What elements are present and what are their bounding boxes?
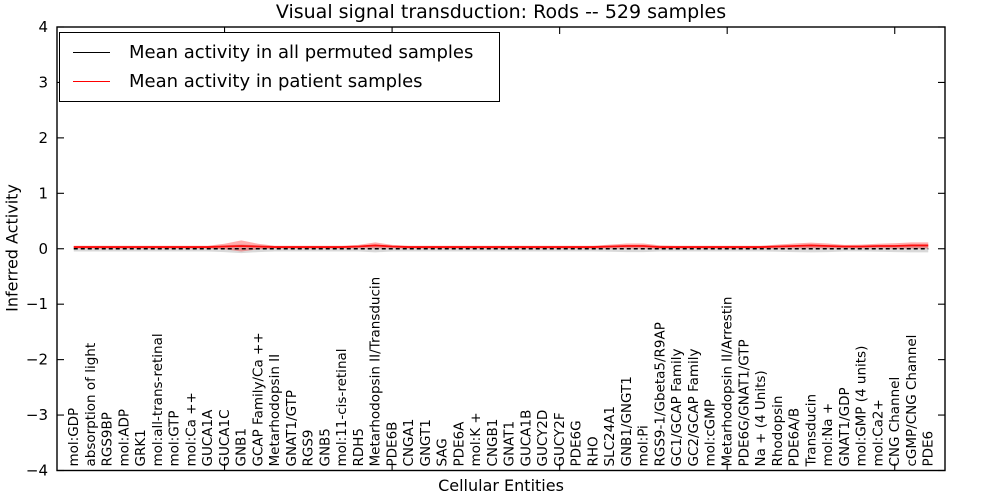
chart-title: Visual signal transduction: Rods -- 529 … bbox=[275, 1, 727, 23]
x-category-label: mol:Pi bbox=[636, 425, 652, 466]
patient-mean-line bbox=[73, 244, 929, 248]
x-category-label: mol:K + bbox=[468, 412, 484, 466]
x-category-label: GCAP Family/Ca ++ bbox=[250, 332, 266, 466]
x-category-label: Metarhodopsin II bbox=[267, 354, 283, 467]
x-category-label: GNAT1/GTP bbox=[284, 390, 300, 467]
x-category-label: RHO bbox=[585, 436, 601, 466]
y-tick-label: −4 bbox=[26, 462, 48, 480]
x-category-label: absorption of light bbox=[83, 343, 99, 467]
x-category-label: GC2/GCAP Family bbox=[686, 348, 702, 466]
x-category-label: PDE6A/B bbox=[787, 408, 803, 467]
x-category-label: Rhodopsin bbox=[770, 396, 786, 467]
x-category-label: PDE6B bbox=[384, 422, 400, 467]
x-axis-label: Cellular Entities bbox=[438, 476, 564, 495]
x-category-label: mol:cGMP bbox=[703, 399, 719, 466]
x-category-label: GNB1 bbox=[234, 428, 250, 466]
x-category-label: GNAT1 bbox=[502, 421, 518, 467]
x-category-label: RDH5 bbox=[351, 428, 367, 467]
x-category-label: GRK1 bbox=[133, 429, 149, 466]
x-category-label: PDE6 bbox=[921, 431, 937, 467]
x-category-label: RGS9BP bbox=[100, 412, 116, 466]
x-category-label: mol:GTP bbox=[167, 410, 183, 466]
x-category-label: Na + (4 Units) bbox=[753, 370, 769, 466]
legend-label-patient: Mean activity in patient samples bbox=[129, 71, 423, 92]
x-category-label: mol:GMP (4 units) bbox=[854, 346, 870, 467]
x-category-label: mol:Ca ++ bbox=[183, 392, 199, 466]
x-category-label: SAG bbox=[435, 438, 451, 466]
x-category-label: PDE6G/GNAT1/GTP bbox=[736, 339, 752, 466]
x-category-label: Metarhodopsin II/Arrestin bbox=[720, 297, 736, 467]
x-category-label: GNAT1/GDP bbox=[837, 387, 853, 466]
x-category-label: CNG Channel bbox=[887, 377, 903, 467]
y-tick-label: 1 bbox=[38, 184, 48, 202]
y-axis-label: Inferred Activity bbox=[2, 184, 22, 312]
x-category-label: GUCA1B bbox=[518, 410, 534, 467]
x-category-label: GNB1/GNGT1 bbox=[619, 376, 635, 466]
x-category-label: GUCA1A bbox=[200, 409, 216, 467]
x-category-label: GC1/GCAP Family bbox=[669, 348, 685, 466]
x-category-label: CNGA1 bbox=[401, 419, 417, 467]
x-category-label: SLC24A1 bbox=[602, 406, 618, 467]
legend-entry-patient: Mean activity in patient samples bbox=[73, 67, 473, 96]
y-tick-label: 4 bbox=[38, 18, 48, 36]
x-category-label: mol:ADP bbox=[116, 409, 132, 466]
y-tick-label: 3 bbox=[38, 73, 48, 91]
x-category-label: GUCA1C bbox=[217, 409, 233, 466]
legend-label-permuted: Mean activity in all permuted samples bbox=[129, 42, 474, 63]
patient-line-swatch bbox=[73, 81, 110, 82]
y-tick-label: −2 bbox=[26, 351, 48, 369]
x-category-label: Metarhodopsin II/Transducin bbox=[368, 277, 384, 467]
y-tick-label: −1 bbox=[26, 295, 48, 313]
x-category-label: Transducin bbox=[803, 394, 819, 468]
x-category-label: mol:Ca2+ bbox=[870, 399, 886, 466]
x-category-label: mol:all-trans-retinal bbox=[150, 333, 166, 466]
x-category-label: mol:11-cis-retinal bbox=[334, 348, 350, 466]
x-category-label: CNGB1 bbox=[485, 419, 501, 467]
y-tick-label: 2 bbox=[38, 129, 48, 147]
x-category-label: cGMP/CNG Channel bbox=[904, 335, 920, 467]
x-category-label: RGS9 bbox=[301, 430, 317, 467]
permuted-line-swatch bbox=[73, 52, 110, 53]
x-category-label: mol:Na + bbox=[820, 403, 836, 467]
x-category-label: GNGT1 bbox=[418, 419, 434, 466]
x-category-label: GUCY2F bbox=[552, 412, 568, 466]
x-category-label: GNB5 bbox=[317, 428, 333, 466]
x-category-label: GUCY2D bbox=[535, 410, 551, 467]
x-category-label: PDE6G bbox=[569, 420, 585, 466]
x-category-label: mol:GDP bbox=[66, 408, 82, 467]
x-category-label: PDE6A bbox=[451, 421, 467, 467]
legend: Mean activity in all permuted samples Me… bbox=[59, 32, 501, 102]
x-category-label: RGS9-1/Gbeta5/R9AP bbox=[652, 322, 668, 466]
y-tick-label: 0 bbox=[38, 240, 48, 258]
patient-spread-band bbox=[73, 240, 929, 252]
y-tick-label: −3 bbox=[26, 406, 48, 424]
legend-entry-permuted: Mean activity in all permuted samples bbox=[73, 38, 473, 67]
